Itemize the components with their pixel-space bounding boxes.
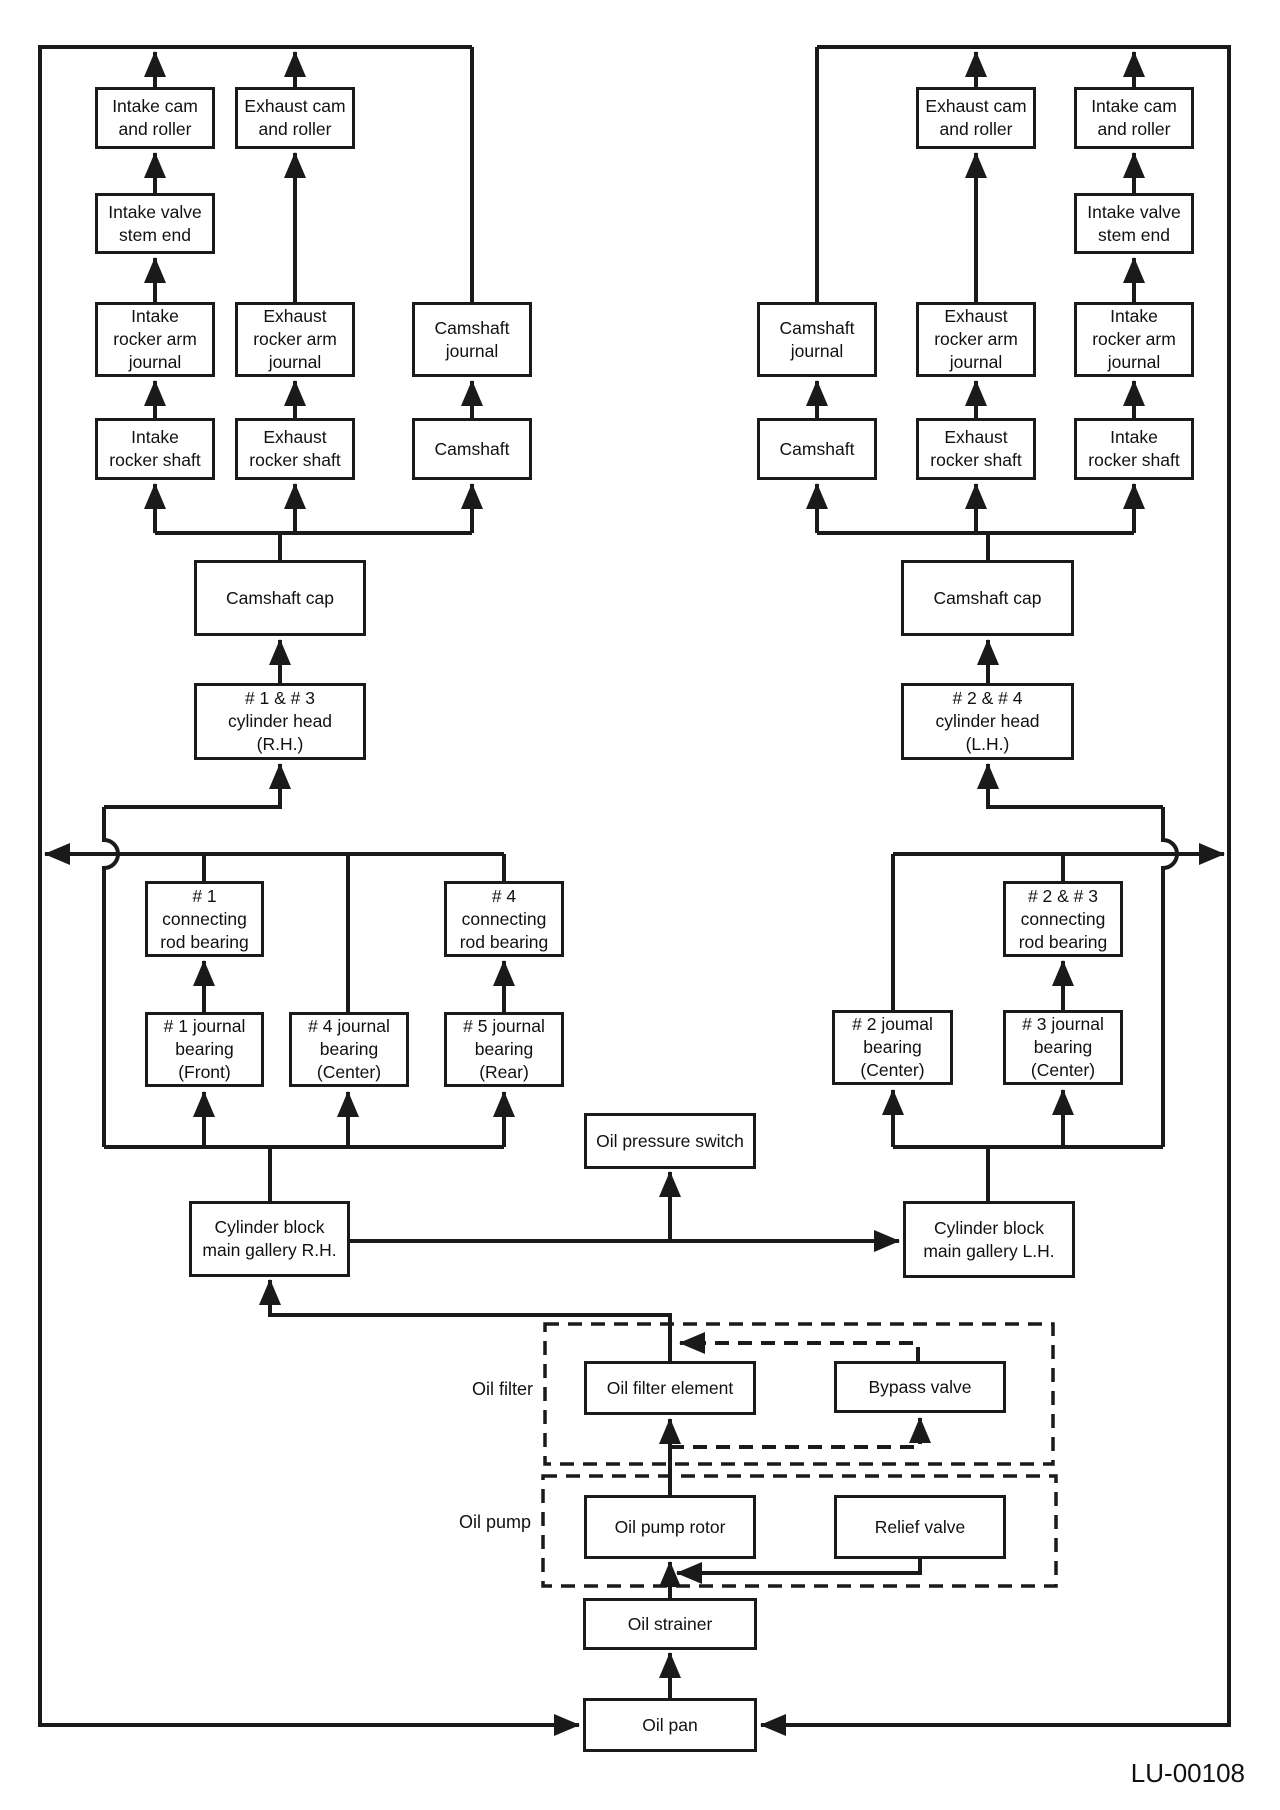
node-oil-pump-rotor: Oil pump rotor [584,1495,756,1559]
node-r-intake-valve-stem-end: Intake valve stem end [1074,193,1194,254]
node-r-journal-bearing-3: # 3 journal bearing (Center) [1003,1010,1123,1085]
node-l-camshaft-cap: Camshaft cap [194,560,366,636]
node-r-exhaust-rocker-shaft: Exhaust rocker shaft [916,418,1036,480]
node-l-camshaft: Camshaft [412,418,532,480]
node-l-intake-rocker-shaft: Intake rocker shaft [95,418,215,480]
figure-code: LU-00108 [1130,1758,1245,1788]
oil-pump-group-label: Oil pump [458,1512,531,1532]
node-l-conrod-bearing-4: # 4 connecting rod bearing [444,881,564,957]
node-r-camshaft-cap: Camshaft cap [901,560,1074,636]
node-relief-valve: Relief valve [834,1495,1006,1559]
left-bank-connectors [44,51,515,1202]
node-main-gallery-rh: Cylinder block main gallery R.H. [189,1201,350,1277]
right-bank-connectors [806,51,1225,1202]
node-r-camshaft: Camshaft [757,418,877,480]
node-l-intake-valve-stem-end: Intake valve stem end [95,193,215,254]
node-r-cylinder-head-lh: # 2 & # 4 cylinder head (L.H.) [901,683,1074,760]
supply-connectors [259,1171,931,1698]
oil-filter-group-outline [543,1322,1055,1466]
node-l-conrod-bearing-1: # 1 connecting rod bearing [145,881,264,957]
node-r-conrod-bearing-2-3: # 2 & # 3 connecting rod bearing [1003,881,1123,957]
node-r-intake-rocker-shaft: Intake rocker shaft [1074,418,1194,480]
node-l-camshaft-journal: Camshaft journal [412,302,532,377]
oil-filter-group-label: Oil filter [471,1379,533,1399]
node-oil-strainer: Oil strainer [583,1598,757,1650]
node-l-intake-cam-roller: Intake cam and roller [95,87,215,149]
node-oil-filter-element: Oil filter element [584,1361,756,1415]
node-r-exhaust-rocker-arm-journal: Exhaust rocker arm journal [916,302,1036,377]
node-oil-pan: Oil pan [583,1698,757,1752]
node-l-journal-bearing-5: # 5 journal bearing (Rear) [444,1012,564,1087]
node-l-exhaust-rocker-shaft: Exhaust rocker shaft [235,418,355,480]
node-main-gallery-lh: Cylinder block main gallery L.H. [903,1201,1075,1278]
node-bypass-valve: Bypass valve [834,1361,1006,1413]
outer-return-loop [38,45,1231,1736]
node-l-intake-rocker-arm-journal: Intake rocker arm journal [95,302,215,377]
node-l-journal-bearing-4: # 4 journal bearing (Center) [289,1012,409,1087]
node-r-camshaft-journal: Camshaft journal [757,302,877,377]
node-l-cylinder-head-rh: # 1 & # 3 cylinder head (R.H.) [194,683,366,760]
oil-pump-group-outline [541,1474,1058,1588]
node-r-intake-rocker-arm-journal: Intake rocker arm journal [1074,302,1194,377]
node-l-exhaust-rocker-arm-journal: Exhaust rocker arm journal [235,302,355,377]
node-r-journal-bearing-2: # 2 joumal bearing (Center) [832,1010,953,1085]
node-r-intake-cam-roller: Intake cam and roller [1074,87,1194,149]
node-oil-pressure-switch: Oil pressure switch [584,1113,756,1169]
node-r-exhaust-cam-roller: Exhaust cam and roller [916,87,1036,149]
node-l-journal-bearing-1: # 1 journal bearing (Front) [145,1012,264,1087]
node-l-exhaust-cam-roller: Exhaust cam and roller [235,87,355,149]
